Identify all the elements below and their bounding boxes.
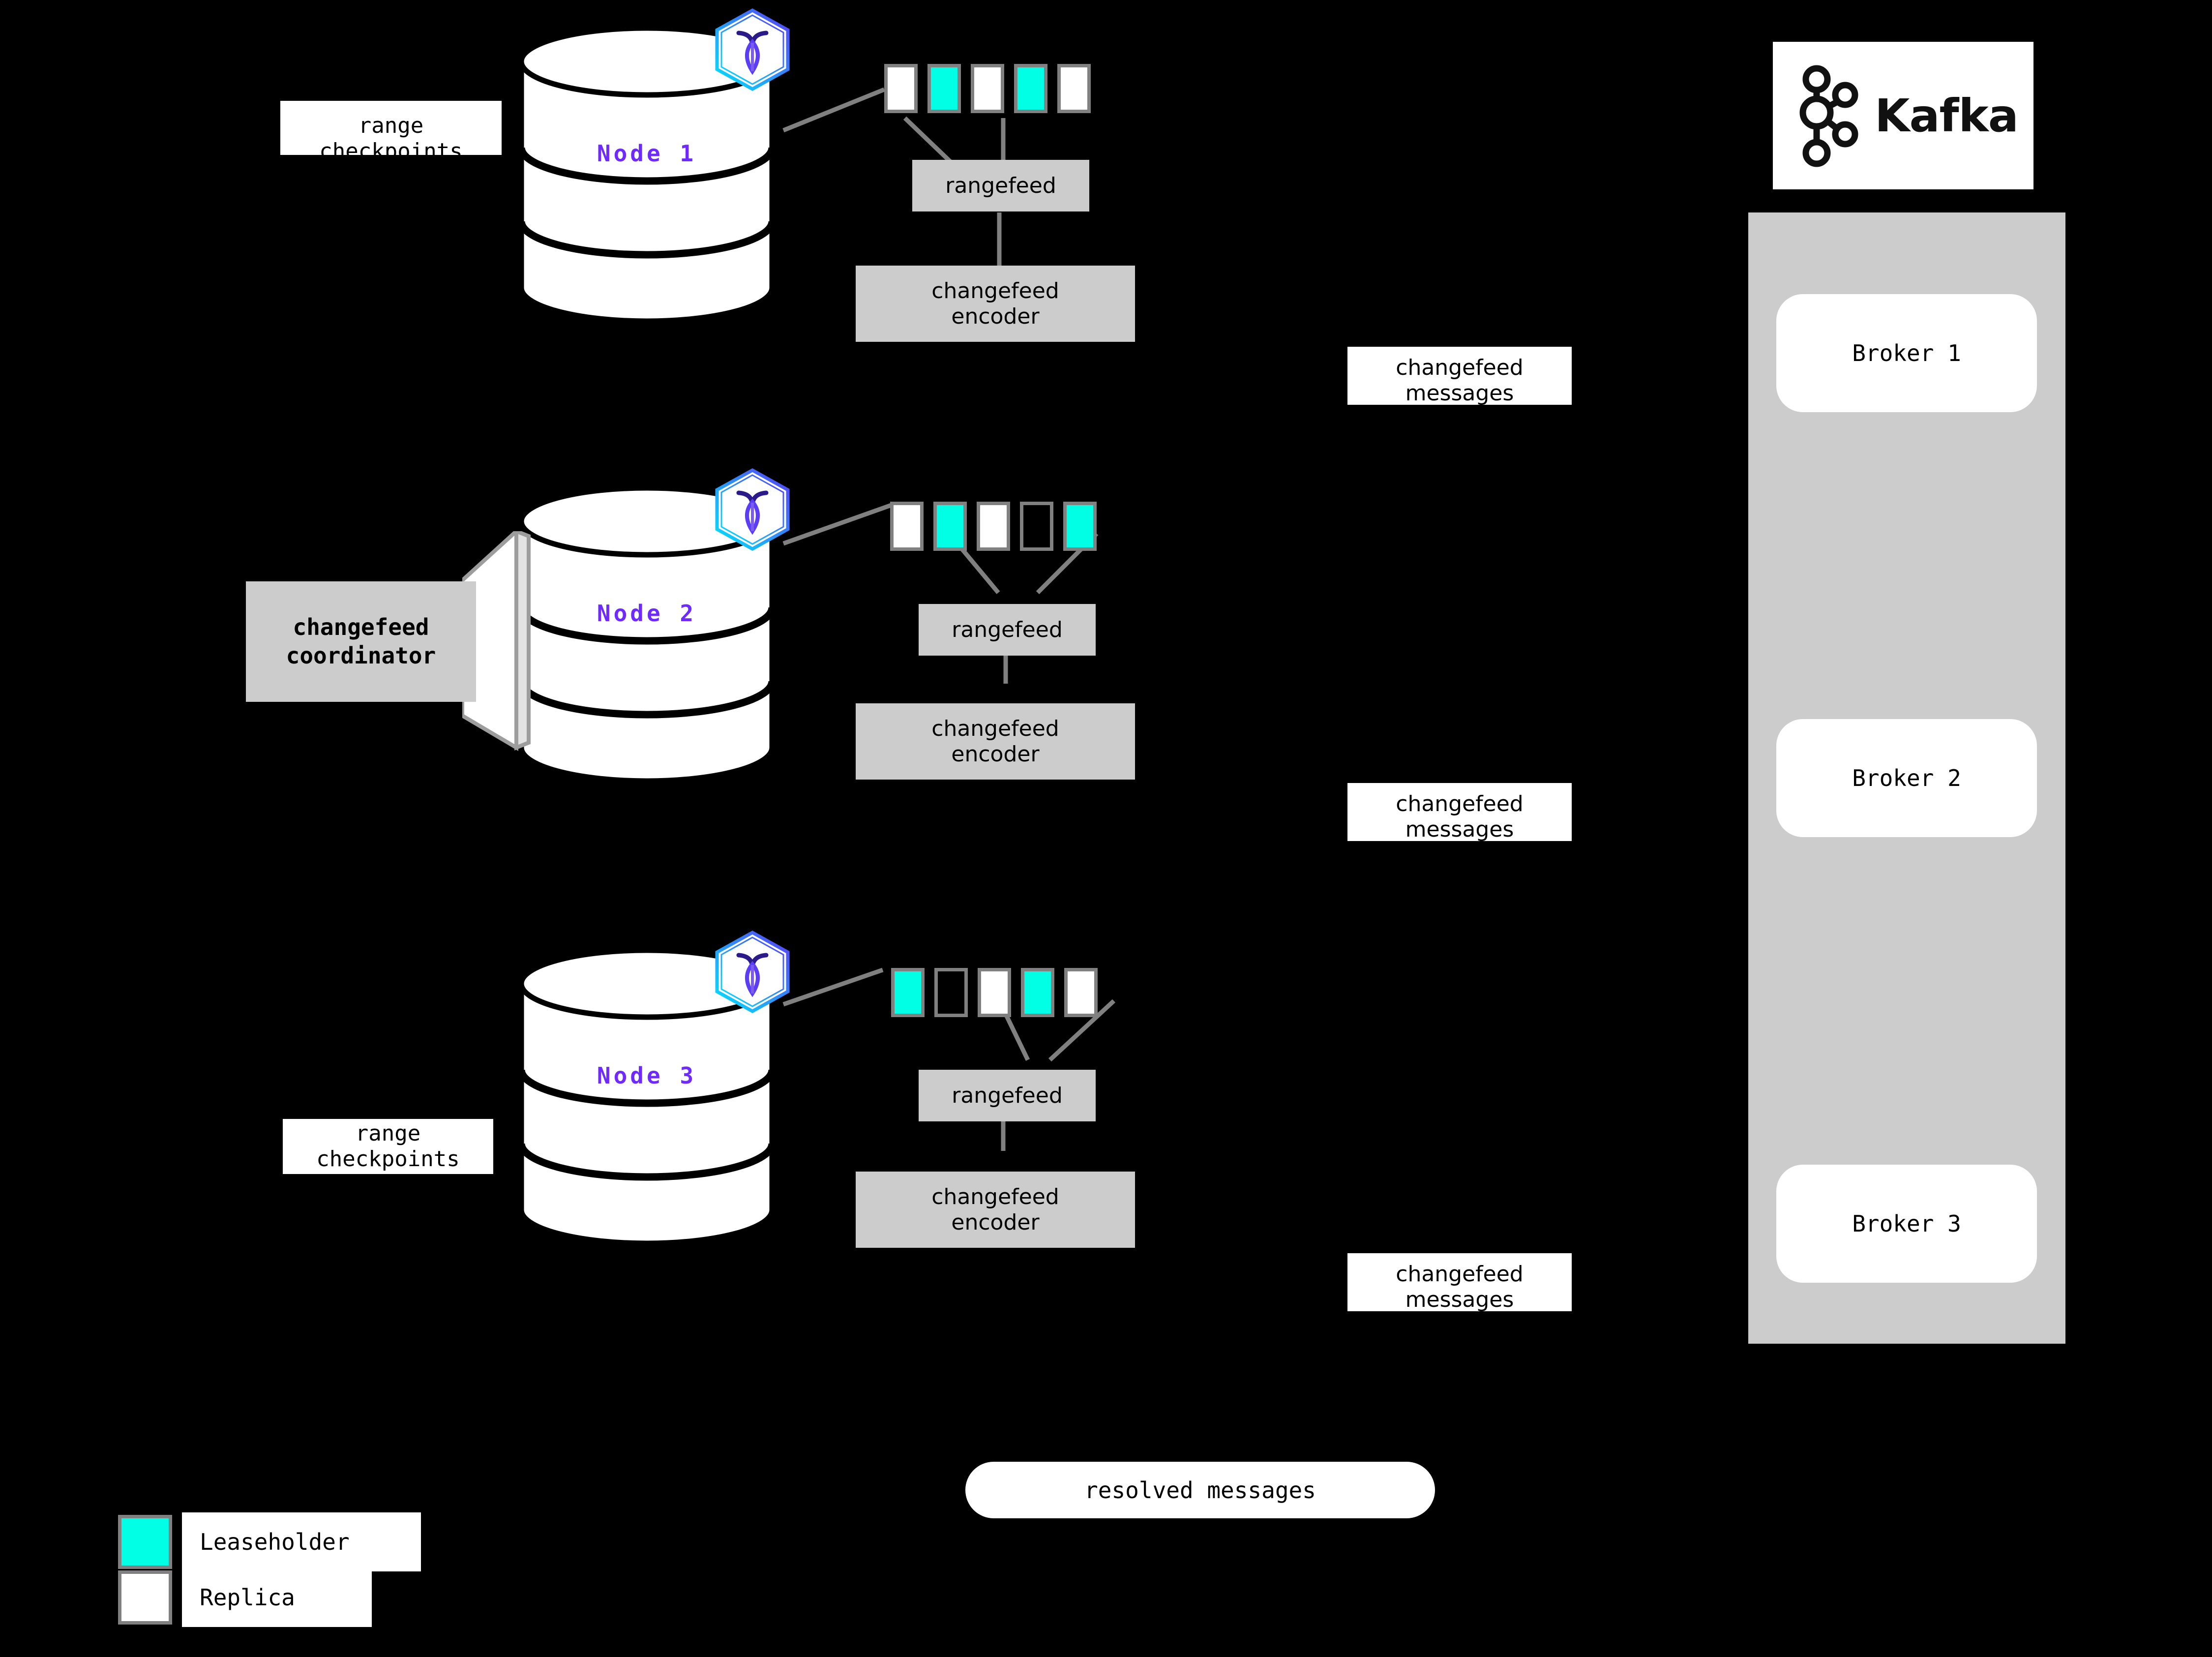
- node-3-label: Node 3: [597, 1062, 697, 1089]
- kafka-broker-2-label: Broker 2: [1852, 765, 1961, 791]
- legend-swatch-replica: [118, 1570, 172, 1625]
- node-1-rangefeed-box[interactable]: rangefeed: [912, 160, 1089, 211]
- node-3-ranges: [891, 968, 1098, 1017]
- node-3-changefeed-encoder-box[interactable]: changefeed encoder: [856, 1172, 1135, 1248]
- database-cylinder-icon: [517, 25, 776, 320]
- node-2: Node 2: [516, 468, 790, 780]
- kafka-broker-3-label: Broker 3: [1852, 1210, 1961, 1237]
- range-box[interactable]: [977, 502, 1010, 551]
- range-box[interactable]: [1020, 502, 1053, 551]
- node-1-ranges: [884, 64, 1091, 113]
- node-3-encoder-label: changefeed encoder: [931, 1184, 1059, 1235]
- node-3-range-checkpoints-label: range checkpoints: [283, 1119, 493, 1174]
- node-2-messages-text: changefeed messages: [1396, 791, 1524, 841]
- range-box[interactable]: [1064, 968, 1098, 1017]
- range-box[interactable]: [891, 968, 925, 1017]
- legend-label-leaseholder: Leaseholder: [182, 1512, 421, 1571]
- range-box[interactable]: [934, 968, 968, 1017]
- kafka-broker-1[interactable]: Broker 1: [1776, 294, 2037, 412]
- kafka-logo: Kafka: [1773, 42, 2033, 189]
- legend: Leaseholder Replica: [118, 1512, 423, 1633]
- resolved-messages-pill[interactable]: resolved messages: [965, 1462, 1435, 1518]
- cockroachdb-hex-icon: [713, 467, 792, 551]
- node-3: Node 3: [516, 930, 790, 1242]
- range-box[interactable]: [1014, 64, 1047, 113]
- range-box[interactable]: [1057, 64, 1091, 113]
- kafka-broker-3[interactable]: Broker 3: [1776, 1165, 2037, 1283]
- range-box[interactable]: [927, 64, 961, 113]
- node-2-label: Node 2: [597, 600, 697, 627]
- range-box[interactable]: [971, 64, 1004, 113]
- node-1-encoder-label: changefeed encoder: [931, 278, 1059, 329]
- range-box[interactable]: [1063, 502, 1097, 551]
- node-3-range-checkpoints-text: range checkpoints: [316, 1121, 460, 1172]
- node-1-range-checkpoints-text: range checkpoints: [319, 113, 463, 155]
- range-box[interactable]: [978, 968, 1011, 1017]
- range-box[interactable]: [1021, 968, 1054, 1017]
- node-2-rangefeed-box[interactable]: rangefeed: [919, 604, 1096, 656]
- node-1-messages-text: changefeed messages: [1396, 355, 1524, 405]
- kafka-logo-icon: [1799, 65, 1858, 167]
- cockroachdb-hex-icon: [713, 930, 792, 1014]
- node-1-range-checkpoints-label: range checkpoints: [280, 101, 502, 155]
- coordinator-wedge-icon: [462, 531, 531, 752]
- node-1-label: Node 1: [597, 140, 697, 167]
- node-2-encoder-label: changefeed encoder: [931, 716, 1059, 767]
- node-1-changefeed-encoder-box[interactable]: changefeed encoder: [856, 266, 1135, 342]
- node-2-ranges: [890, 502, 1097, 551]
- node-3-rangefeed-label: rangefeed: [952, 1083, 1063, 1108]
- node-3-messages-text: changefeed messages: [1396, 1262, 1524, 1311]
- kafka-broker-2[interactable]: Broker 2: [1776, 719, 2037, 837]
- cockroachdb-hex-icon: [713, 7, 792, 91]
- database-cylinder-icon: [517, 485, 776, 780]
- kafka-broker-1-label: Broker 1: [1852, 340, 1961, 366]
- range-box[interactable]: [884, 64, 918, 113]
- range-box[interactable]: [890, 502, 924, 551]
- changefeed-coordinator-label: changefeed coordinator: [286, 614, 436, 669]
- node-1-rangefeed-label: rangefeed: [945, 173, 1056, 198]
- node-2-rangefeed-label: rangefeed: [952, 617, 1063, 642]
- node-3-rangefeed-box[interactable]: rangefeed: [919, 1070, 1096, 1121]
- node-1: Node 1: [516, 8, 790, 320]
- node-2-changefeed-messages-label: changefeed messages: [1347, 783, 1572, 841]
- legend-label-replica: Replica: [182, 1568, 372, 1627]
- node-1-changefeed-messages-label: changefeed messages: [1347, 347, 1572, 405]
- database-cylinder-icon: [517, 947, 776, 1242]
- legend-swatch-leaseholder: [118, 1515, 172, 1569]
- changefeed-coordinator-box[interactable]: changefeed coordinator: [246, 581, 476, 702]
- node-2-changefeed-encoder-box[interactable]: changefeed encoder: [856, 703, 1135, 780]
- kafka-wordmark: Kafka: [1875, 89, 2019, 142]
- resolved-messages-label: resolved messages: [1084, 1476, 1316, 1504]
- node-3-changefeed-messages-label: changefeed messages: [1347, 1253, 1572, 1311]
- legend-replica-text: Replica: [200, 1584, 295, 1611]
- range-box[interactable]: [933, 502, 967, 551]
- legend-leaseholder-text: Leaseholder: [200, 1529, 350, 1555]
